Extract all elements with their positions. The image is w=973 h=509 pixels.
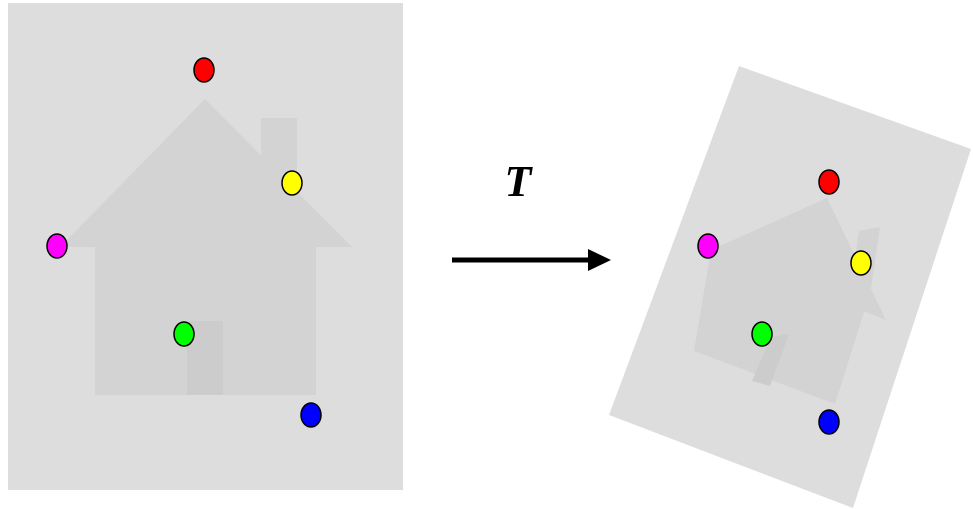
transform-arrow-group: T <box>452 157 611 271</box>
source-point-yellow <box>281 170 303 196</box>
source-roof <box>60 99 352 247</box>
transformed-image <box>609 66 971 508</box>
transformed-house-body <box>694 250 865 404</box>
source-point-green <box>173 321 195 347</box>
transformed-roof <box>711 198 886 320</box>
source-point-magenta <box>46 233 68 259</box>
source-image <box>8 3 403 490</box>
source-points <box>46 57 322 428</box>
arrow-head-icon <box>588 249 611 271</box>
transformed-point-blue <box>818 409 840 435</box>
source-point-red <box>193 57 215 83</box>
transformed-door <box>752 334 789 386</box>
source-point-blue <box>300 402 322 428</box>
transformed-points <box>697 169 872 435</box>
transform-label: T <box>505 157 534 206</box>
source-house <box>60 99 352 395</box>
transformed-point-red <box>818 169 840 195</box>
transformed-point-green <box>751 321 773 347</box>
transformed-point-yellow <box>850 250 872 276</box>
transformed-point-magenta <box>697 233 719 259</box>
